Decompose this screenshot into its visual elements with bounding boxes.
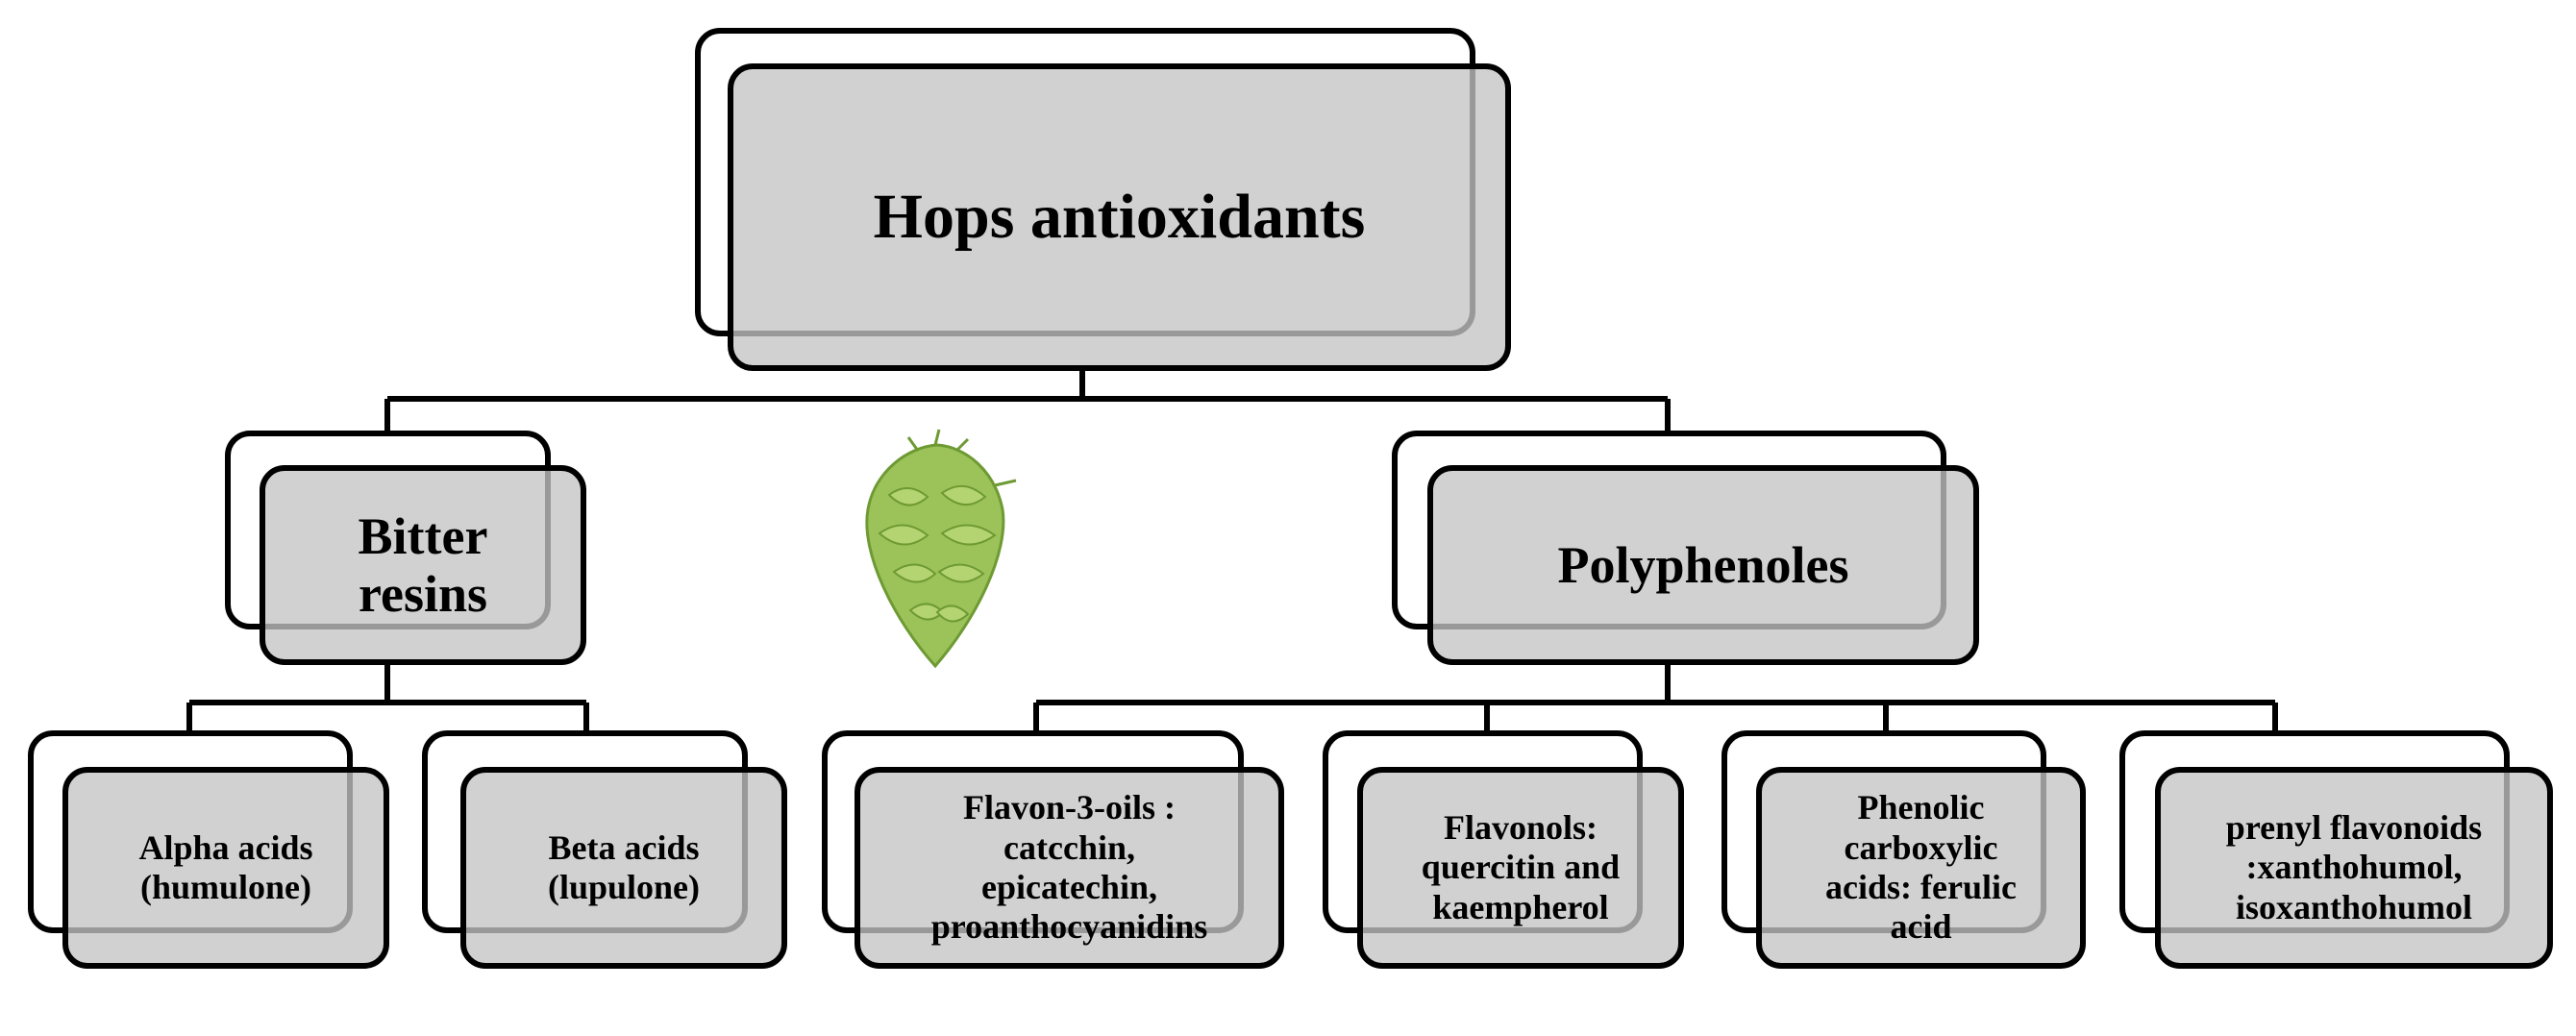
phenolic-acids-box: Phenolic carboxylic acids: ferulic acid: [1756, 767, 2086, 969]
flavon-3-oils-label: Flavon-3-oils : catcchin, epicatechin, p…: [930, 788, 1208, 947]
beta-acids-label: Beta acids (lupulone): [547, 827, 701, 906]
flavonols-label: Flavonols: quercitin and kaempherol: [1421, 807, 1621, 926]
prenyl-flavonoids-box: prenyl flavonoids :xanthohumol, isoxanth…: [2155, 767, 2553, 969]
hop-cone-icon: [865, 429, 1017, 669]
connector-root: [384, 370, 1671, 431]
bitter-resins-box: Bitter resins: [260, 465, 586, 665]
polyphenoles-box: Polyphenoles: [1427, 465, 1979, 665]
polyphenoles-label: Polyphenoles: [1557, 535, 1849, 594]
flavon-3-oils-box: Flavon-3-oils : catcchin, epicatechin, p…: [855, 767, 1284, 969]
bitter-resins-label: Bitter resins: [358, 506, 488, 623]
flavonols-box: Flavonols: quercitin and kaempherol: [1357, 767, 1684, 969]
beta-acids-box: Beta acids (lupulone): [460, 767, 787, 969]
root-box: Hops antioxidants: [728, 63, 1511, 371]
connector-poly: [1033, 665, 2278, 730]
alpha-acids-label: Alpha acids (humulone): [138, 827, 313, 906]
alpha-acids-box: Alpha acids (humulone): [62, 767, 389, 969]
phenolic-acids-label: Phenolic carboxylic acids: ferulic acid: [1825, 788, 2017, 947]
connector-bitter: [186, 665, 589, 730]
root-label: Hops antioxidants: [873, 182, 1366, 253]
prenyl-flavonoids-label: prenyl flavonoids :xanthohumol, isoxanth…: [2225, 807, 2483, 926]
